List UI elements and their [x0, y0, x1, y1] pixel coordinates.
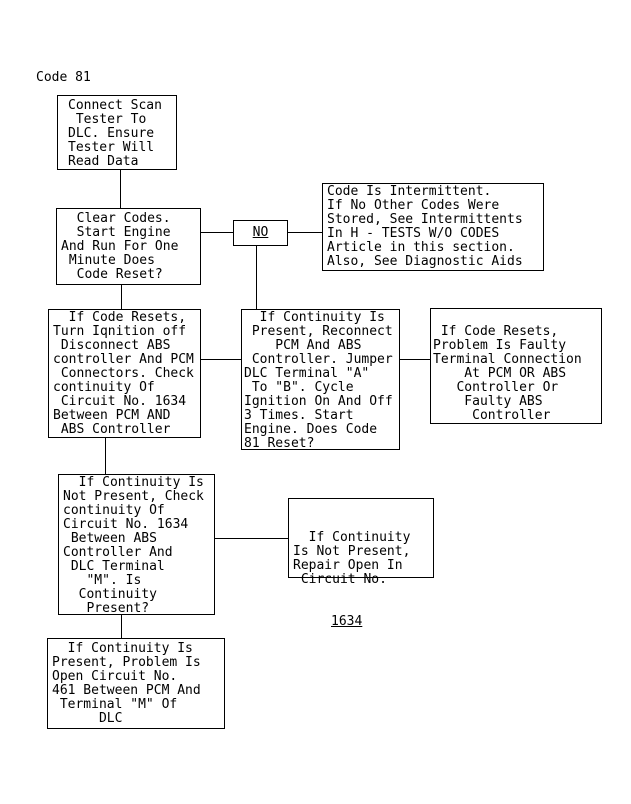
connector-no-to-continuity-present [256, 246, 257, 309]
flowchart-title: Code 81 [36, 70, 91, 85]
connector-continuity-not-present-to-repair-open [215, 538, 288, 539]
flow-node-open-circuit-461: If Continuity Is Present, Problem Is Ope… [47, 638, 225, 729]
flow-node-repair-open-circuit: If Continuity Is Not Present, Repair Ope… [288, 498, 434, 629]
connector-continuity-not-present-to-open-circuit-461 [121, 615, 122, 638]
flow-node-clear-codes: Clear Codes. Start Engine And Run For On… [56, 208, 201, 285]
flow-node-continuity-not-present-check: If Continuity Is Not Present, Check cont… [58, 474, 215, 616]
connector-clear-codes-to-no [201, 232, 233, 233]
connector-clear-codes-to-code-resets [121, 285, 122, 309]
connector-no-to-intermittent [288, 232, 322, 233]
flow-node-connect-scan-tester: Connect Scan Tester To DLC. Ensure Teste… [57, 95, 177, 170]
connector-code-resets-to-continuity-present [201, 359, 241, 360]
connector-continuity-present-to-faulty-terminal [400, 359, 430, 360]
connector-code-resets-to-continuity-not-present [105, 438, 106, 474]
repair-open-text: If Continuity Is Not Present, Repair Ope… [293, 530, 411, 587]
no-label: NO [252, 225, 269, 240]
connector-connect-scan-to-clear-codes [120, 170, 121, 208]
repair-open-circuit-number: 1634 [331, 614, 363, 629]
flow-node-continuity-present-reconnect: If Continuity Is Present, Reconnect PCM … [241, 309, 400, 451]
flow-node-no-decision: NO [233, 220, 288, 246]
flow-node-code-is-intermittent: Code Is Intermittent. If No Other Codes … [322, 183, 544, 271]
flow-node-faulty-terminal-connection: If Code Resets, Problem Is Faulty Termin… [430, 308, 602, 424]
flow-node-code-resets-check-continuity: If Code Resets, Turn Iqnition off Discon… [48, 309, 201, 438]
